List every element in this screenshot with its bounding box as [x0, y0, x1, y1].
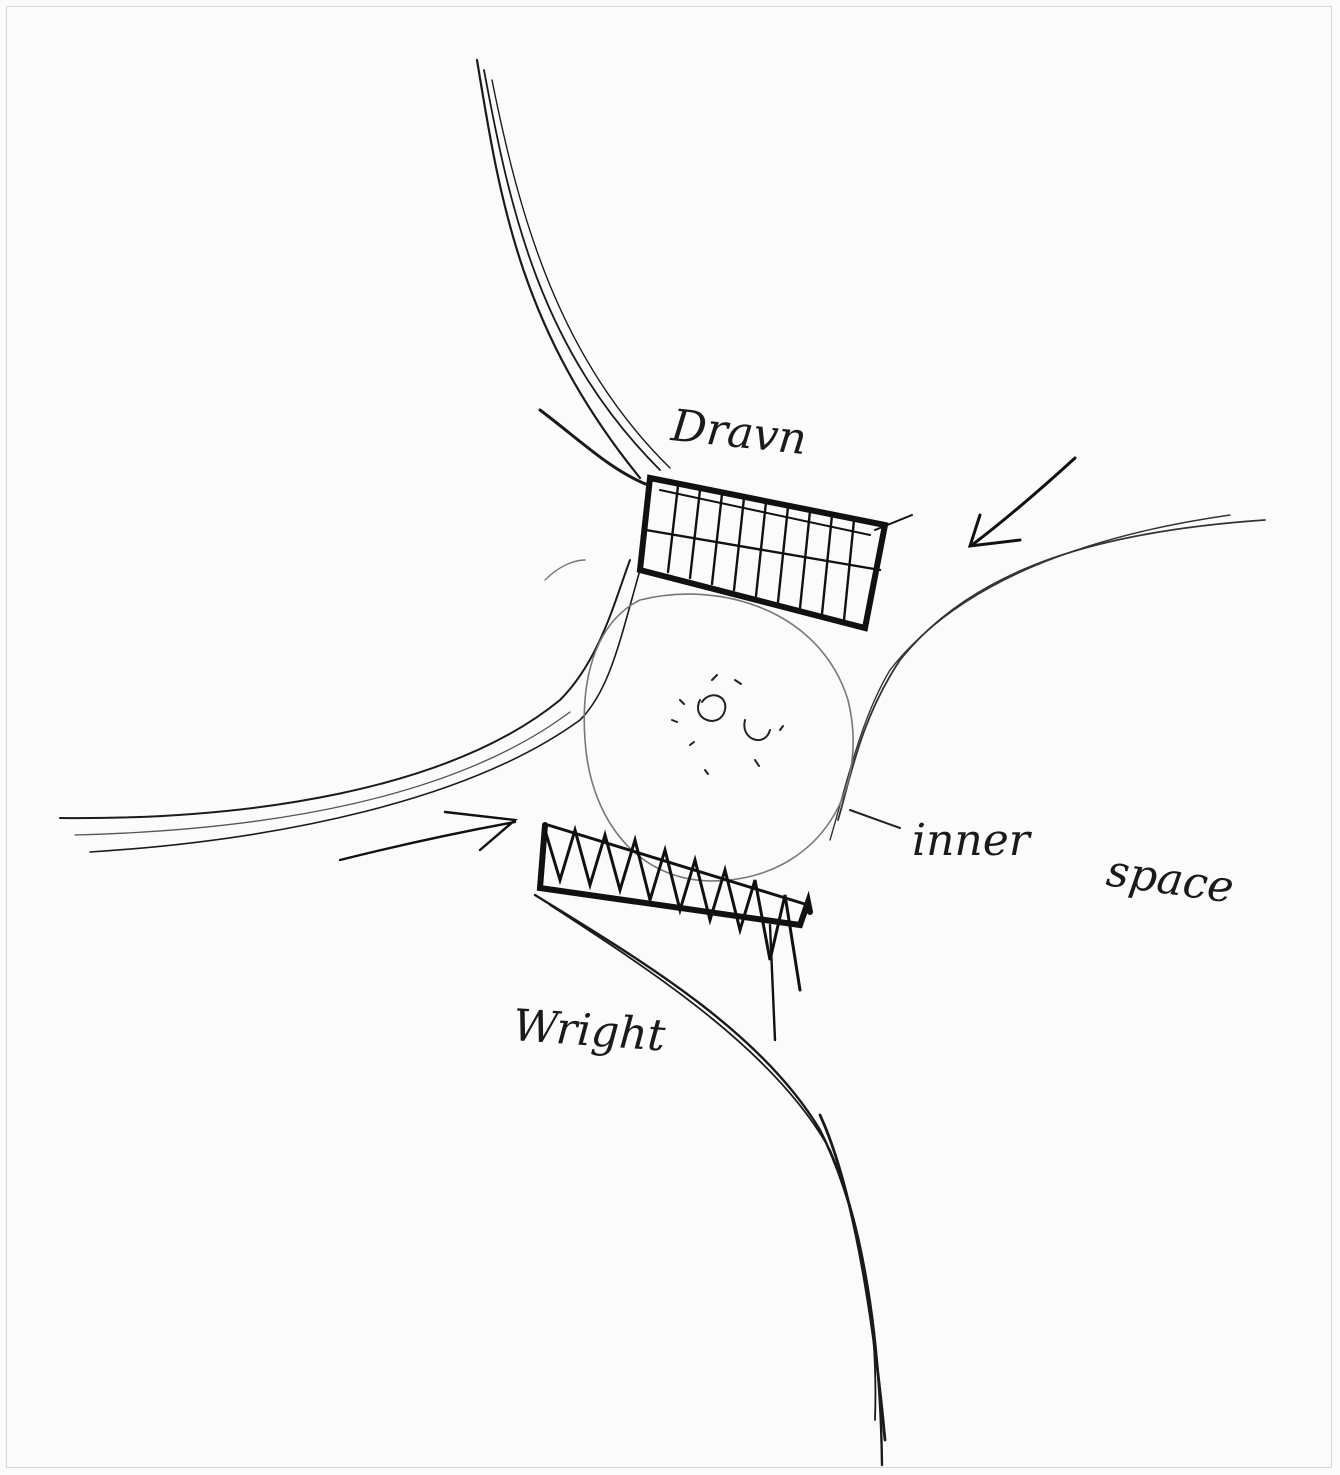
inner-circle	[545, 560, 853, 881]
top-block	[640, 478, 912, 628]
arrow-top-right	[970, 458, 1075, 546]
arrow-bottom-left	[340, 812, 515, 860]
label-space: space	[1103, 845, 1237, 913]
label-inner: inner	[912, 815, 1033, 866]
right-curve	[830, 515, 1265, 840]
label-bottom: Wright	[511, 1000, 667, 1062]
inner-space-leader	[850, 810, 900, 828]
upper-curve	[477, 60, 670, 485]
circle-scribbles	[672, 675, 783, 774]
left-curve	[60, 560, 640, 852]
lower-curve	[535, 895, 885, 1465]
label-top: Dravn	[668, 400, 809, 465]
